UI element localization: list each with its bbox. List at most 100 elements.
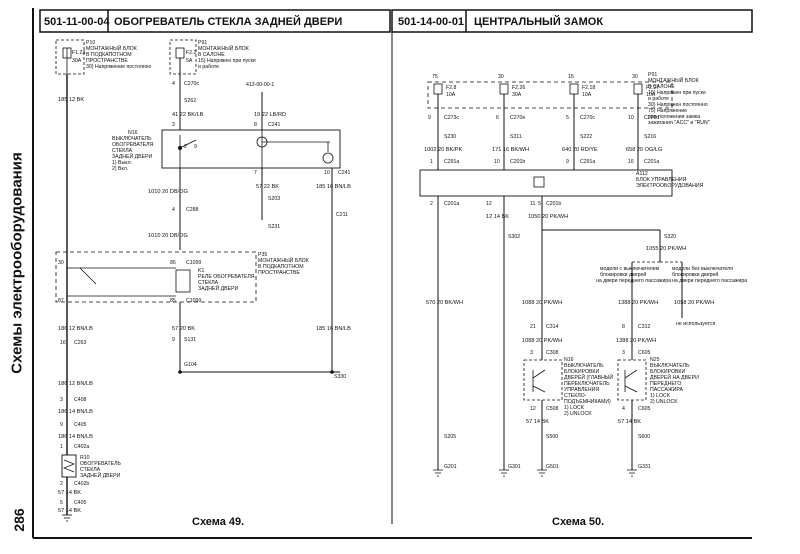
n16-switch-box — [161, 129, 341, 169]
diagram-label: G301 — [508, 464, 521, 470]
relay-contact-icon — [79, 267, 97, 285]
diagram-label: 9 — [172, 337, 175, 343]
n16-lock-switch-box — [523, 359, 563, 401]
diagram-label: S231 — [268, 224, 280, 230]
diagram-label: 10A — [646, 92, 656, 98]
diagram-label: C211 — [336, 212, 348, 218]
diagram-label: 9 — [60, 422, 63, 428]
switch-n25-icon — [624, 369, 638, 393]
diagram-label: 30 — [498, 74, 504, 80]
diagram-label: 9 — [194, 144, 197, 150]
diagram-label: В САЛОНЕ — [198, 52, 225, 58]
diagram-label: 15) Напряжен при пуске — [198, 58, 256, 64]
diagram-label: 30A — [512, 92, 522, 98]
diagram-label: 3 — [172, 122, 175, 128]
diagram-label: 413-00-00-1 — [246, 82, 274, 88]
diagram-label: S222 — [580, 134, 592, 140]
diagram-label: 87 — [58, 298, 64, 304]
wire — [63, 459, 75, 473]
left-labels: P10 МОНТАЖНЫЙ БЛОК В ПОДКАПОТНОМ ПРОСТРА… — [58, 40, 351, 514]
diagram-label: 5 — [60, 500, 63, 506]
diagram-label: C402b — [74, 481, 89, 487]
right-labels: P91 МОНТАЖНЫЙ БЛОК В САЛОНЕ 15) Напряжен… — [424, 72, 747, 470]
diagram-label: 12 — [530, 406, 536, 412]
diagram-label: N25 — [650, 357, 660, 363]
diagram-label: 75 — [432, 74, 438, 80]
diagram-label: и работе — [648, 96, 669, 102]
diagram-label: 1088 20 PK/WH — [522, 338, 562, 344]
ground-icon — [433, 469, 443, 477]
ground-icon — [499, 469, 509, 477]
diagram-label: C308 — [546, 350, 559, 356]
fuse-f2-8-icon — [433, 83, 443, 95]
diagram-label: ПАССАЖИРА — [650, 387, 684, 393]
diagram-label: 8 — [254, 122, 257, 128]
diagram-label: 186 12 BN/LB — [58, 326, 93, 332]
diagram-label: 5 — [566, 115, 569, 121]
diagram-label: 185 16 BN/LB — [316, 184, 351, 190]
diagram-label: C312 — [638, 324, 651, 330]
diagram-label: 7 — [254, 170, 257, 176]
diagram-label: F1.23 — [72, 50, 85, 56]
diagram-label: 1058 20 PK/WH — [674, 300, 714, 306]
fuse-f2-27-icon — [633, 83, 643, 95]
fuse-f2-2-icon — [175, 47, 185, 59]
diagram-label: 2) UNLOCK — [564, 411, 592, 417]
diagram-label: МОНТАЖНЫЙ БЛОК — [86, 44, 137, 52]
diagram-label: 75) Напряжение — [648, 108, 687, 114]
diagram-label: модели без выключателя — [672, 266, 733, 272]
diagram-label: ЗАДНЕЙ ДВЕРИ — [112, 152, 153, 160]
diagram-label: БЛОКИРОВКИ — [564, 369, 599, 375]
diagram-label: 1) Выкл. — [112, 160, 132, 166]
diagram-label: 3 — [60, 397, 63, 403]
diagram-label: 57 14 BK — [618, 419, 641, 425]
diagram-label: 8 — [622, 324, 625, 330]
diagram-label: ЗАДНЕЙ ДВЕРИ — [198, 284, 239, 292]
diagram-label: C291a — [580, 159, 595, 165]
diagram-label: 11 — [530, 201, 535, 207]
diagram-label: C273c — [444, 115, 459, 121]
diagram-label: S131 — [184, 337, 196, 343]
diagram-label: F2.2 — [186, 50, 196, 56]
diagram-label: S311 — [510, 134, 522, 140]
diagram-label: МОНТАЖНЫЙ БЛОК — [198, 44, 249, 52]
diagram-label: 16 — [628, 159, 634, 165]
diagram-label: 3 — [530, 350, 533, 356]
wire — [179, 139, 197, 149]
diagram-label: 9 — [566, 159, 569, 165]
diagram-label: ВЫКЛЮЧАТЕЛЬ — [650, 363, 690, 369]
diagram-label: 30 — [58, 260, 64, 266]
diagram-label: 1055 20 PK/WH — [646, 246, 686, 252]
right-header-box — [391, 9, 753, 33]
diagram-label: S320 — [664, 234, 676, 240]
diagram-label: 10 — [494, 159, 500, 165]
diagram-label: 186 14 BN/LB — [58, 409, 93, 415]
diagram-label: ПЕРЕДНЕГО — [650, 381, 681, 387]
diagram-label: F2.27 — [646, 85, 659, 91]
diagram-label: F2.18 — [582, 85, 595, 91]
diagram-label: 1 — [60, 444, 63, 450]
diagram-label: СТЕКЛО- — [564, 393, 587, 399]
diagram-label: ЗАДНЕЙ ДВЕРИ — [80, 471, 121, 479]
ecu-symbol-icon — [533, 176, 545, 188]
diagram-label: C241 — [268, 122, 281, 128]
diagram-label: S600 — [638, 434, 650, 440]
diagram-label: 9 — [428, 115, 431, 121]
diagram-label: S500 — [546, 434, 558, 440]
diagram-label: МОНТАЖНЫЙ БЛОК — [258, 256, 309, 264]
diagram-label: C270c — [184, 81, 199, 87]
diagram-label: C263 — [74, 340, 87, 346]
diagram-label: C288 — [186, 207, 199, 213]
diagram-label: C314 — [546, 324, 559, 330]
diagram-label: S230 — [444, 134, 456, 140]
diagram-label: C1099 — [186, 298, 201, 304]
diagram-label: 4 — [622, 406, 625, 412]
diagram-label: БЛОК УПРАВЛЕНИЯ — [636, 177, 687, 183]
diagram-label: БЛОКИРОВКИ — [650, 369, 685, 375]
diagram-label: 171 16 BK/WH — [492, 147, 529, 153]
diagram-label: при положении замка — [648, 114, 700, 120]
diagram-label: 6 — [496, 115, 499, 121]
diagram-label: 10 — [324, 170, 330, 176]
diagram-label: 1002 20 BK/PK — [424, 147, 463, 153]
diagram-label: 1 — [430, 159, 433, 165]
